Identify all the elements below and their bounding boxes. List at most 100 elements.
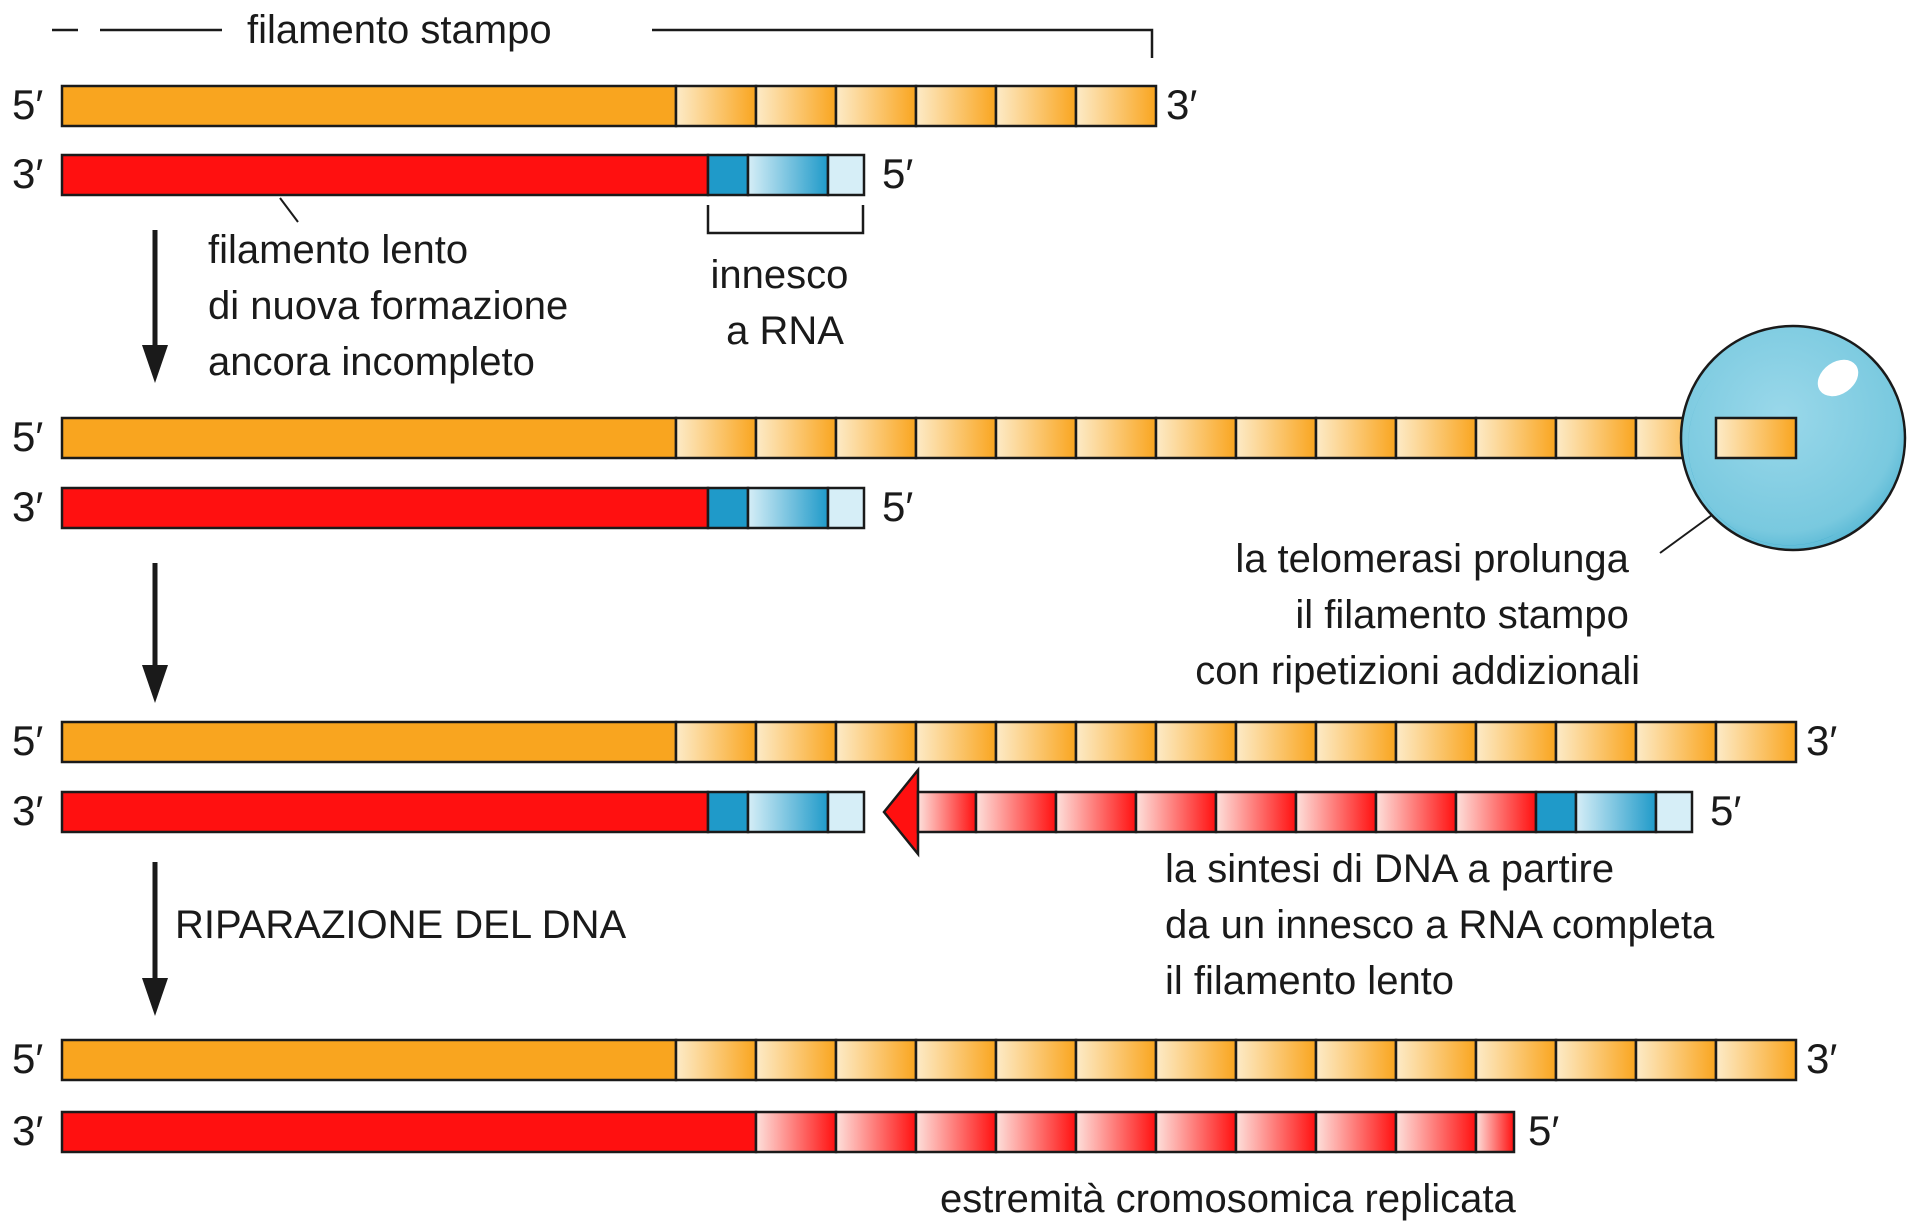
telomerase-note-line-1: la telomerasi prolunga [1235,537,1629,581]
rna-primer-label-line-2: a RNA [726,309,844,353]
new-dna-repeat [1374,790,1458,834]
telomere-repeat [1474,1038,1558,1082]
telomerase-note-line-3: con ripetizioni addizionali [1195,649,1640,693]
lagging-5prime-end: 5′ [1710,787,1741,834]
telomere-repeat [1474,416,1558,460]
telomere-repeat [674,1038,758,1082]
telomere-repeat [1314,720,1398,764]
telomere-repeat [1234,720,1318,764]
telomere-repeat [754,720,838,764]
down-arrow-3 [142,862,168,1016]
synthesis-note-line-3: il filamento lento [1165,959,1454,1003]
lagging-strand-body [60,153,710,197]
telomere-repeat [754,416,838,460]
template-3prime-end: 3′ [1806,717,1837,764]
synthesis-note-line-1: la sintesi di DNA a partire [1165,847,1614,891]
telomere-repeat [834,416,918,460]
telomere-repeat [1394,1038,1478,1082]
telomere-repeat [1314,1038,1398,1082]
lagging-strand-body [60,790,710,834]
stage-4: 5′3′3′5′ [12,1035,1837,1154]
stage-1: 5′3′3′5′ [12,81,1197,197]
telomere-repeat [1074,720,1158,764]
telomere-repeat [1074,416,1158,460]
telomerase-note: la telomerasi prolunga il filamento stam… [1195,537,1640,693]
lagging-strand-body [60,1110,758,1154]
synthesis-direction-arrow [882,766,920,858]
rna-primer-segment [706,153,750,197]
new-dna-repeat [1234,1110,1318,1154]
template-strand-body [60,1038,678,1082]
telomere-repeat [1394,416,1478,460]
new-dna-repeat [974,790,1058,834]
template-3prime-end: 3′ [1166,81,1197,128]
telomere-repeat [1714,720,1798,764]
telomere-repeat [994,1038,1078,1082]
telomere-repeat [994,416,1078,460]
stage-3: 5′3′3′5′ [12,717,1837,858]
telomere-repeat [834,84,918,128]
telomerase-highlight [1817,359,1859,397]
new-dna-repeat [1454,790,1538,834]
telomerase-leader [1659,514,1713,554]
dna-strands: 5′3′3′5′5′3′3′5′5′3′3′5′5′3′3′5′ [12,81,1837,1154]
telomere-repeat [1074,84,1158,128]
new-dna-repeat [1154,1110,1238,1154]
rna-primer-segment [826,790,866,834]
template-3prime-end: 3′ [1806,1035,1837,1082]
telomere-repeat [914,84,998,128]
lagging-3prime-end: 3′ [12,1107,43,1154]
rna-primer-label: innesco a RNA [711,253,860,353]
telomere-repeat [1634,720,1718,764]
new-dna-repeat [914,1110,998,1154]
new-dna-repeat [834,1110,918,1154]
new-dna-repeat [1074,1110,1158,1154]
template-5prime-end: 5′ [12,717,43,764]
telomere-repeat [914,416,998,460]
lagging-strand-label-line-3: ancora incompleto [208,340,535,384]
telomere-repeat [1634,1038,1718,1082]
template-strand-label: filamento stampo [247,8,552,52]
telomere-repeat [1314,416,1398,460]
new-dna-repeat [1294,790,1378,834]
rna-primer-bracket [706,205,865,235]
new-dna-repeat [916,790,978,834]
telomere-repeat [1154,416,1238,460]
new-dna-repeat [1214,790,1298,834]
telomere-repeat [834,720,918,764]
telomere-repeat [674,84,758,128]
telomerase-note-line-2: il filamento stampo [1295,593,1628,637]
stage-2: 5′3′3′5′ [12,413,1837,530]
lagging-3prime-end: 3′ [12,150,43,197]
down-arrow-1 [142,230,168,383]
telomere-repeat [914,1038,998,1082]
rna-primer-segment [746,486,830,530]
template-5prime-end: 5′ [12,413,43,460]
telomere-repeat [994,720,1078,764]
replicated-end-label: estremità cromosomica replicata [940,1177,1516,1221]
telomere-repeat [1554,416,1638,460]
lagging-5prime-end: 5′ [1528,1107,1559,1154]
telomere-repeat [754,1038,838,1082]
telomere-repeat [754,84,838,128]
strand-overlays [1714,416,1798,460]
rna-primer-segment [706,790,750,834]
second-rna-primer-segment [1654,790,1694,834]
telomere-repeat [1554,1038,1638,1082]
telomere-repeat-through-enzyme [1714,416,1798,460]
new-dna-repeat [1474,1110,1516,1154]
rna-primer-label-line-1: innesco [711,253,849,297]
second-rna-primer-segment [1534,790,1578,834]
telomere-repeat [1234,416,1318,460]
second-rna-primer-segment [1574,790,1658,834]
new-dna-repeat [1054,790,1138,834]
telomere-repeat [1474,720,1558,764]
telomere-repeat [1554,720,1638,764]
lagging-strand-leader [279,197,299,223]
synthesis-note-line-2: da un innesco a RNA completa [1165,903,1715,947]
template-strand-bracket [52,28,1154,58]
template-5prime-end: 5′ [12,81,43,128]
lagging-strand-label-line-1: filamento lento [208,228,468,272]
rna-primer-segment [826,486,866,530]
